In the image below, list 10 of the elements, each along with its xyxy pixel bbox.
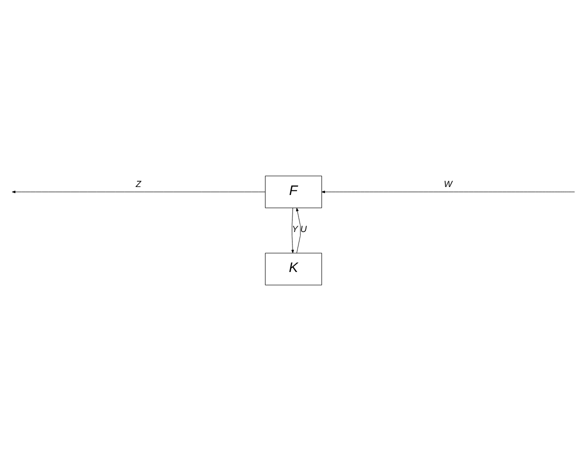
edge-label: Z [136, 179, 142, 190]
node-box: F [265, 176, 322, 208]
arrow [12, 190, 266, 194]
arrow [291, 208, 294, 254]
edge-label: Y [292, 224, 298, 234]
node-box: K [265, 252, 322, 286]
arrow [296, 208, 301, 254]
edge-label: W [444, 179, 452, 190]
edge-label: U [300, 224, 307, 234]
arrow [322, 190, 575, 194]
